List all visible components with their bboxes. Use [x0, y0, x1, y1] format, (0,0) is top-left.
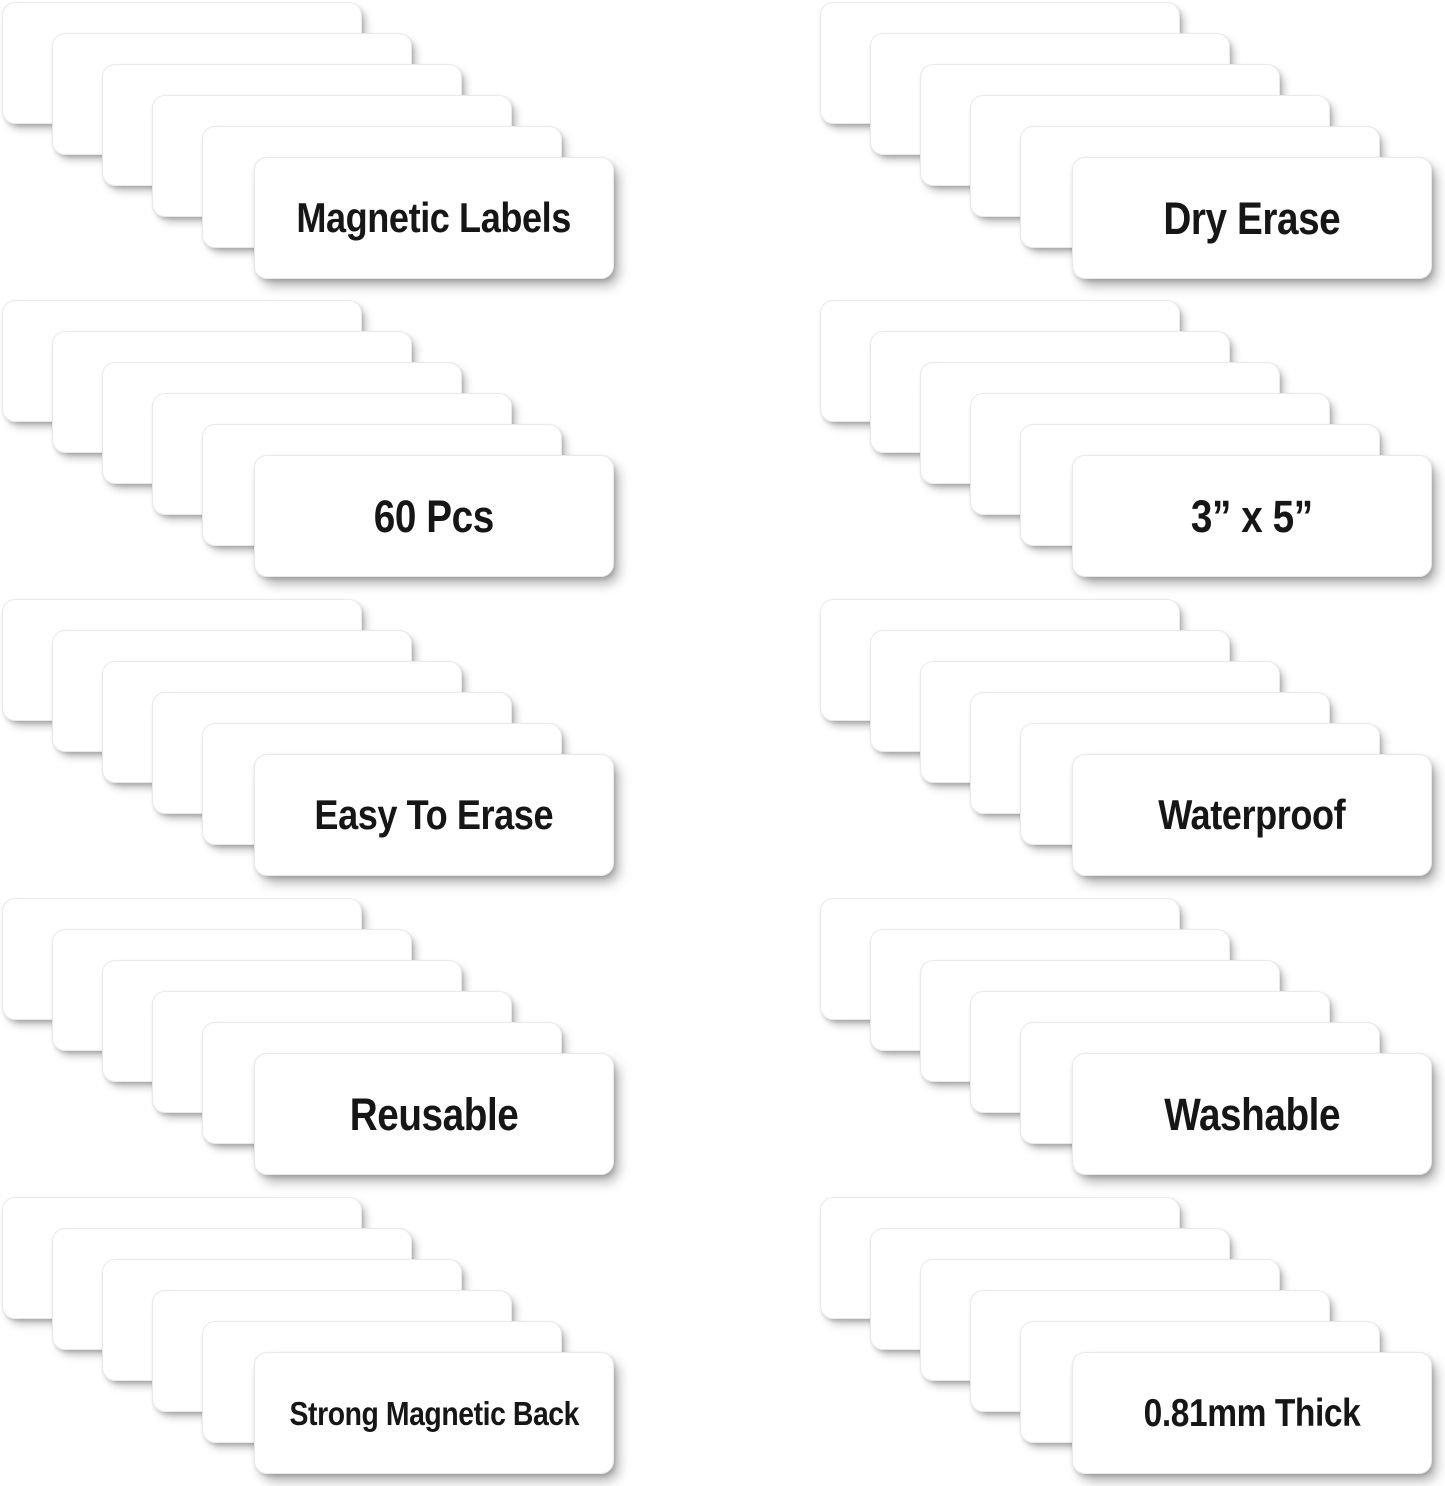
- label-card-front-easy-to-erase: Easy To Erase: [254, 754, 614, 876]
- label-stack-magnetic-labels: Magnetic Labels: [2, 2, 614, 282]
- label-stack-reusable: Reusable: [2, 898, 614, 1178]
- feature-caption-quantity: 60 Pcs: [373, 490, 495, 542]
- label-card-front-dimensions: 3” x 5”: [1072, 455, 1432, 577]
- label-card-front-magnetic-labels: Magnetic Labels: [254, 157, 614, 279]
- label-card-front-strong-magnetic-back: Strong Magnetic Back: [254, 1352, 614, 1474]
- feature-caption-dry-erase: Dry Erase: [1163, 192, 1341, 244]
- feature-caption-thickness: 0.81mm Thick: [1143, 1391, 1361, 1435]
- feature-caption-easy-to-erase: Easy To Erase: [314, 791, 554, 838]
- label-card-front-waterproof: Waterproof: [1072, 754, 1432, 876]
- label-stack-dry-erase: Dry Erase: [820, 2, 1432, 282]
- label-card-front-thickness: 0.81mm Thick: [1072, 1352, 1432, 1474]
- label-card-front-reusable: Reusable: [254, 1053, 614, 1175]
- label-stack-waterproof: Waterproof: [820, 599, 1432, 879]
- label-stack-quantity: 60 Pcs: [2, 300, 614, 580]
- feature-caption-reusable: Reusable: [349, 1088, 519, 1140]
- feature-caption-dimensions: 3” x 5”: [1191, 490, 1313, 542]
- feature-caption-magnetic-labels: Magnetic Labels: [296, 194, 572, 241]
- feature-caption-washable: Washable: [1164, 1088, 1340, 1140]
- label-card-front-quantity: 60 Pcs: [254, 455, 614, 577]
- label-stack-washable: Washable: [820, 898, 1432, 1178]
- label-stack-strong-magnetic-back: Strong Magnetic Back: [2, 1197, 614, 1477]
- feature-caption-waterproof: Waterproof: [1158, 791, 1346, 838]
- feature-caption-strong-magnetic-back: Strong Magnetic Back: [289, 1394, 579, 1432]
- label-stack-easy-to-erase: Easy To Erase: [2, 599, 614, 879]
- label-card-front-dry-erase: Dry Erase: [1072, 157, 1432, 279]
- label-stack-dimensions: 3” x 5”: [820, 300, 1432, 580]
- label-card-front-washable: Washable: [1072, 1053, 1432, 1175]
- label-stack-thickness: 0.81mm Thick: [820, 1197, 1432, 1477]
